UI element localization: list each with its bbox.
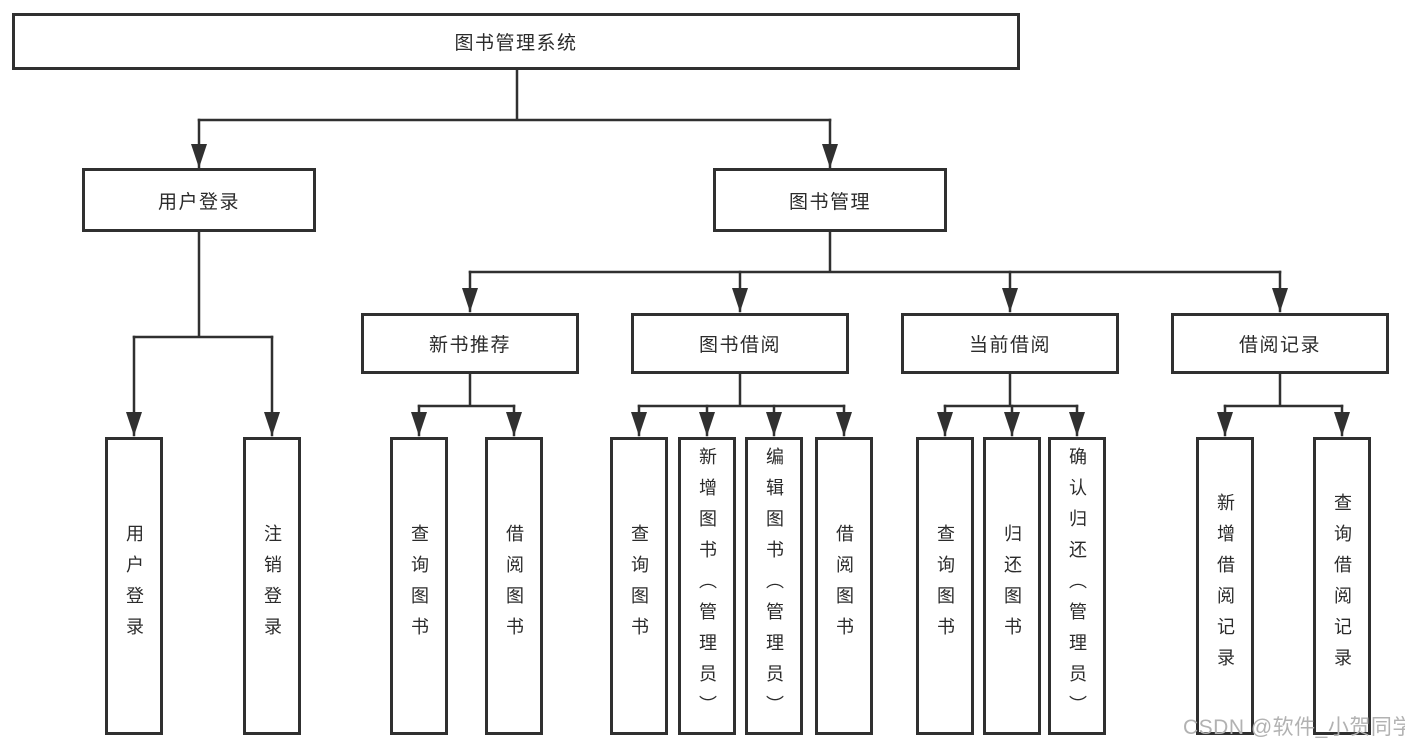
leaf-query-books-1: 查询图书: [390, 437, 448, 735]
leaf-query-books-2-label: 查询图书: [629, 524, 649, 648]
leaf-add-book-admin-label: 新增图书（管理员）: [697, 446, 717, 726]
connector-current-borrow-rail: [943, 372, 1079, 408]
leaf-query-books-1-label: 查询图书: [409, 524, 429, 648]
node-new-book-recommend-label: 新书推荐: [428, 335, 511, 356]
leaf-add-borrow-record: 新增借阅记录: [1196, 437, 1254, 735]
leaf-add-borrow-record-label: 新增借阅记录: [1215, 493, 1235, 679]
node-borrow-records: 借阅记录: [1171, 313, 1389, 374]
node-user-login-label: 用户登录: [157, 191, 240, 213]
leaf-query-borrow-record-label: 查询借阅记录: [1332, 493, 1352, 679]
node-book-management-label: 图书管理: [788, 191, 871, 213]
csdn-watermark: CSDN @软件_小贺同学: [1183, 716, 1405, 739]
node-book-borrow-label: 图书借阅: [698, 335, 781, 356]
connector-borrow-records-rail: [1223, 372, 1344, 408]
leaf-edit-book-admin-label: 编辑图书（管理员）: [764, 446, 784, 726]
leaf-confirm-return-admin: 确认归还（管理员）: [1048, 437, 1106, 735]
leaf-add-book-admin: 新增图书（管理员）: [678, 437, 736, 735]
leaf-borrow-books-1-label: 借阅图书: [504, 524, 524, 648]
node-root-label: 图书管理系统: [454, 33, 578, 54]
node-current-borrow: 当前借阅: [901, 313, 1119, 374]
leaf-confirm-return-admin-label: 确认归还（管理员）: [1067, 446, 1087, 726]
leaf-borrow-books-2-label: 借阅图书: [834, 524, 854, 648]
connector-new-book-recommend-rail: [417, 372, 516, 408]
node-current-borrow-label: 当前借阅: [968, 335, 1051, 356]
node-book-management: 图书管理: [713, 168, 947, 232]
leaf-logout-label: 注销登录: [262, 524, 282, 648]
leaf-query-books-3-label: 查询图书: [935, 524, 955, 648]
node-book-borrow: 图书借阅: [631, 313, 849, 374]
leaf-edit-book-admin: 编辑图书（管理员）: [745, 437, 803, 735]
node-new-book-recommend: 新书推荐: [361, 313, 579, 374]
leaf-return-book: 归还图书: [983, 437, 1041, 735]
leaf-query-books-2: 查询图书: [610, 437, 668, 735]
leaf-query-borrow-record: 查询借阅记录: [1313, 437, 1371, 735]
leaf-logout: 注销登录: [243, 437, 301, 735]
connector-book-borrow-rail: [637, 372, 846, 408]
leaf-query-books-3: 查询图书: [916, 437, 974, 735]
node-borrow-records-label: 借阅记录: [1238, 335, 1321, 356]
connector-user-login-rail: [132, 230, 274, 339]
leaf-borrow-books-2: 借阅图书: [815, 437, 873, 735]
node-user-login: 用户登录: [82, 168, 316, 232]
leaf-user-login: 用户登录: [105, 437, 163, 735]
leaf-return-book-label: 归还图书: [1002, 524, 1022, 648]
connector-book-management-rail: [468, 230, 1282, 274]
node-root: 图书管理系统: [12, 13, 1020, 70]
connector-root-rail: [197, 68, 832, 122]
leaf-user-login-label: 用户登录: [124, 524, 144, 648]
leaf-borrow-books-1: 借阅图书: [485, 437, 543, 735]
